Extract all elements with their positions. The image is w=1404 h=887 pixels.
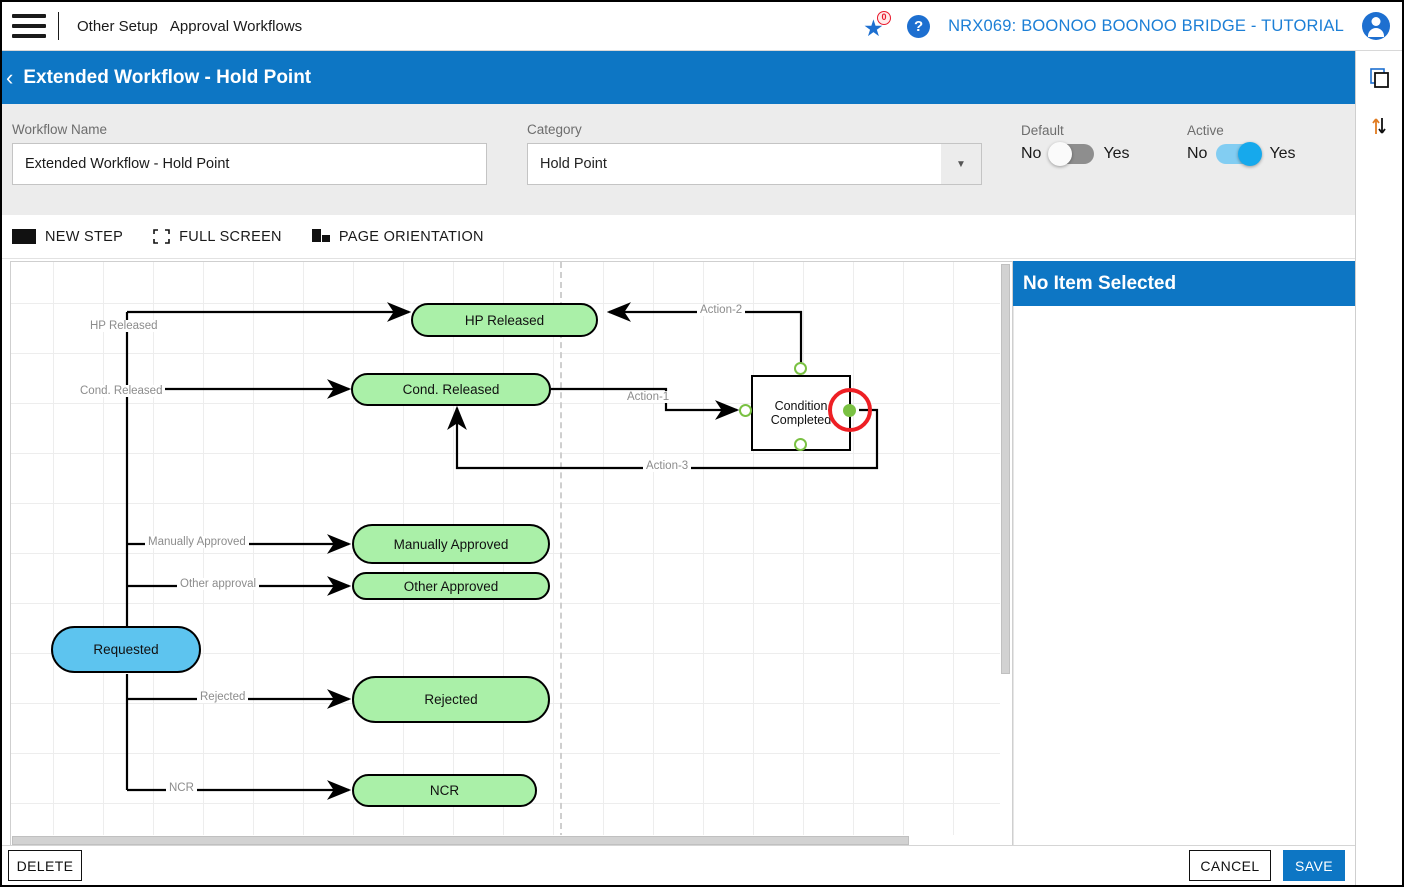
default-toggle[interactable] [1048, 142, 1095, 166]
node-label: Other Approved [403, 578, 499, 594]
help-icon[interactable]: ? [907, 14, 931, 38]
node-label: Requested [93, 642, 159, 657]
full-screen-button[interactable]: FULL SCREEN [153, 229, 282, 245]
default-yes-label: Yes [1103, 145, 1130, 162]
active-toggle-group: Active No Yes [1187, 123, 1296, 166]
workflow-name-input[interactable] [12, 143, 487, 185]
breadcrumb: Other Setup Approval Workflows [77, 18, 302, 35]
workflow-name-label: Workflow Name [12, 122, 108, 137]
port-right[interactable] [843, 404, 856, 417]
cond-released-label: Cond. Released [77, 385, 166, 397]
category-label: Category [527, 122, 582, 137]
default-no-label: No [1021, 145, 1042, 162]
node-condition-completed[interactable]: Condition Completed [751, 375, 851, 451]
node-label-line1: Condition [774, 399, 828, 413]
node-hp-released[interactable]: HP Released [411, 303, 598, 337]
new-step-label: NEW STEP [45, 228, 124, 245]
user-avatar-icon[interactable] [1362, 12, 1390, 40]
full-screen-icon [153, 229, 170, 244]
page-orientation-icon [311, 229, 330, 244]
action-2-label: Action-2 [697, 304, 746, 316]
active-yes-label: Yes [1269, 145, 1296, 162]
workflow-canvas[interactable]: Requested HP Released Cond. Released Man… [10, 261, 1013, 848]
ncr-label: NCR [166, 782, 197, 794]
delete-button[interactable]: DELETE [8, 850, 82, 881]
footer-bar: DELETE CANCEL SAVE [2, 845, 1355, 885]
new-step-icon [12, 229, 36, 244]
active-toggle[interactable] [1216, 142, 1263, 166]
action-3-label: Action-3 [643, 460, 692, 472]
chevron-left-icon[interactable]: ‹ [6, 64, 14, 90]
chevron-down-icon[interactable]: ▼ [941, 144, 981, 184]
active-no-label: No [1187, 145, 1208, 162]
save-button[interactable]: SAVE [1283, 850, 1345, 881]
node-cond-released[interactable]: Cond. Released [351, 373, 551, 406]
sort-arrows-icon[interactable] [1366, 113, 1392, 139]
new-step-button[interactable]: NEW STEP [12, 229, 123, 245]
page-orientation-button[interactable]: PAGE ORIENTATION [311, 228, 484, 245]
favorite-badge: 0 [877, 11, 892, 25]
category-select[interactable]: Hold Point ▼ [527, 143, 982, 185]
full-screen-label: FULL SCREEN [179, 228, 282, 245]
properties-panel: No Item Selected [1013, 261, 1355, 848]
node-label-line2: Completed [770, 413, 832, 427]
canvas-horizontal-scrollbar[interactable] [11, 835, 1012, 847]
other-approval-label: Other approval [177, 578, 260, 590]
default-label: Default [1021, 123, 1064, 138]
breadcrumb-item-approval-workflows[interactable]: Approval Workflows [169, 17, 303, 35]
properties-panel-title: No Item Selected [1013, 261, 1355, 306]
node-other-approved[interactable]: Other Approved [352, 572, 550, 600]
node-label: Cond. Released [402, 382, 500, 397]
page-orientation-label: PAGE ORIENTATION [338, 228, 484, 245]
top-bar: Other Setup Approval Workflows ★ 0 ? NRX… [2, 2, 1402, 51]
selection-highlight-ring [828, 388, 872, 432]
project-name[interactable]: NRX069: BOONOO BOONOO BRIDGE - TUTORIAL [948, 16, 1344, 35]
page-title: Extended Workflow - Hold Point [23, 66, 312, 88]
diagram-toolbar: NEW STEP FULL SCREEN PAGE ORIENTATION [2, 215, 1355, 259]
node-rejected[interactable]: Rejected [352, 676, 550, 723]
node-requested[interactable]: Requested [51, 626, 201, 673]
workflow-name-field-group: Workflow Name [12, 122, 487, 185]
copy-icon[interactable] [1366, 65, 1392, 91]
active-label: Active [1187, 123, 1224, 138]
canvas-vertical-scrollbar[interactable] [1000, 262, 1012, 847]
vertical-scrollbar-thumb[interactable] [1001, 264, 1010, 674]
port-bottom[interactable] [794, 438, 807, 451]
default-toggle-knob [1048, 142, 1073, 166]
form-strip: Workflow Name Category Hold Point ▼ Defa… [2, 104, 1355, 215]
rejected-label: Rejected [197, 691, 249, 703]
node-manually-approved[interactable]: Manually Approved [352, 524, 550, 564]
breadcrumb-item-other-setup[interactable]: Other Setup [77, 17, 158, 35]
page-header: ‹ Extended Workflow - Hold Point [2, 51, 1355, 104]
divider [58, 12, 59, 40]
action-1-label: Action-1 [624, 391, 673, 403]
node-label: HP Released [464, 312, 545, 328]
star-icon[interactable]: ★ 0 [863, 11, 892, 40]
node-label: Manually Approved [393, 536, 509, 552]
cancel-button[interactable]: CANCEL [1189, 850, 1271, 881]
node-label: Rejected [424, 692, 478, 707]
manually-approved-label: Manually Approved [145, 536, 249, 548]
right-rail [1355, 51, 1402, 885]
port-top[interactable] [794, 362, 807, 375]
properties-panel-body [1013, 306, 1355, 848]
top-bar-actions: ★ 0 ? NRX069: BOONOO BOONOO BRIDGE - TUT… [863, 11, 1402, 40]
category-field-group: Category Hold Point ▼ [527, 122, 982, 185]
active-toggle-knob [1238, 142, 1263, 166]
horizontal-scrollbar-thumb[interactable] [12, 836, 909, 845]
page-break-line [560, 262, 562, 847]
default-toggle-group: Default No Yes [1021, 123, 1130, 166]
category-selected-value: Hold Point [540, 156, 607, 172]
node-ncr[interactable]: NCR [352, 774, 537, 807]
port-left[interactable] [739, 404, 752, 417]
node-label: NCR [429, 783, 460, 798]
hp-released-label: HP Released [87, 320, 161, 332]
hamburger-icon[interactable] [12, 14, 46, 38]
